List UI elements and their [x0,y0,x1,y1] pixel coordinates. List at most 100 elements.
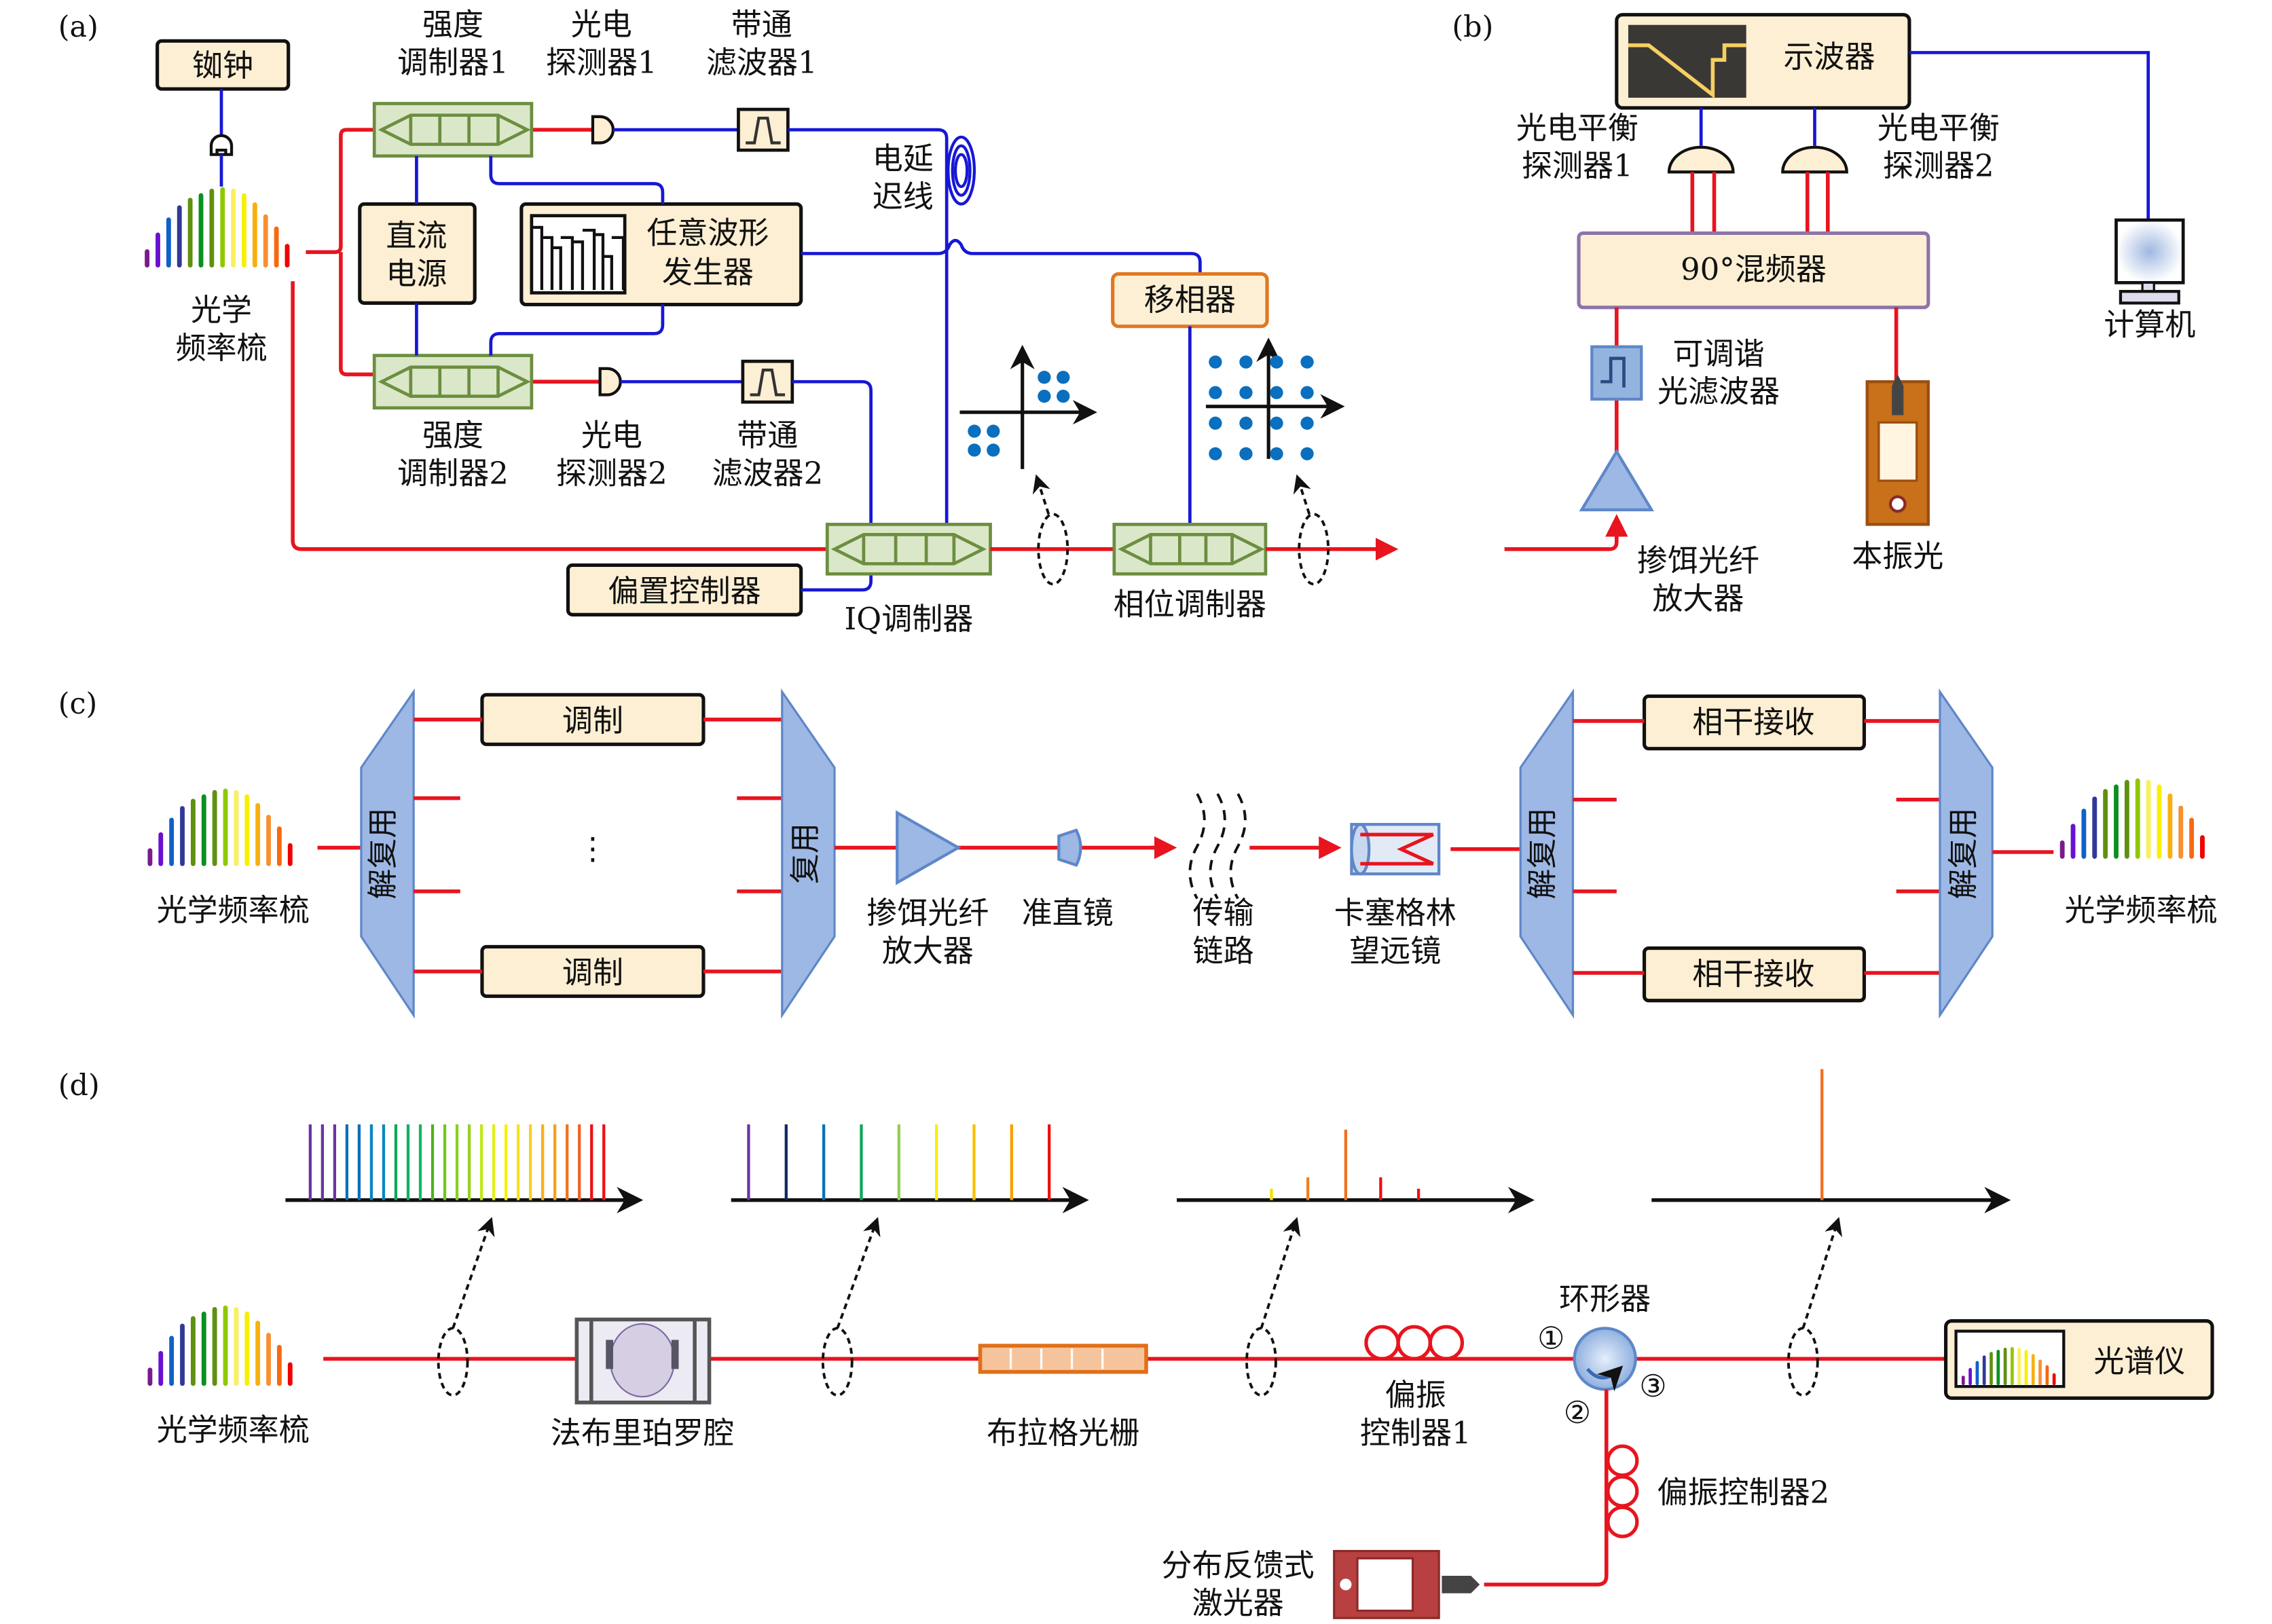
im2-label-2: 调制器2 [397,455,509,491]
constellation-point [1300,416,1314,430]
mux-label: 复用 [787,823,823,884]
link-label-1: 传输 [1193,895,1254,931]
panel-b-tag: (b) [1452,10,1493,44]
polarization-controller-1-icon[interactable] [1364,1325,1465,1361]
fiber-main [291,281,829,551]
constellation-point [1209,355,1222,369]
coherent-rx-top-label: 相干接收 [1692,704,1814,740]
dc-source-label-2: 电源 [386,255,447,291]
mux[interactable] [781,688,836,1019]
bandpass-filter-2-icon[interactable] [741,359,794,404]
panel-d: (d) 光学频率梳 法布里珀罗腔 布拉格光栅 偏振 控制器1 环形器 [58,1069,2214,1621]
ellipsis: ⋮ [577,831,608,867]
demux-right[interactable] [1939,688,1994,1019]
edfa-c-label-1: 掺饵光纤 [866,895,989,931]
balanced-detector-1-icon[interactable] [1667,145,1735,174]
panel-c: (c) 光学频率梳 解复用 调制 调制 ⋮ 复用 掺饵光纤 放大器 准直镜 传输… [58,687,2218,1019]
photodetector-2-icon[interactable] [598,367,622,396]
intensity-modulator-2[interactable] [372,354,534,410]
demux-mid[interactable] [1519,688,1575,1019]
constellation-point [987,443,1000,457]
bpd2-label-2: 探测器2 [1883,148,1994,184]
comb-c-left-label: 光学频率梳 [157,892,310,928]
comb-a-label-1: 光学 [191,292,252,328]
computer-icon[interactable] [2114,218,2185,305]
probe-marker-d1 [437,1217,495,1397]
computer-label: 计算机 [2104,307,2195,343]
tunable-filter-label-1: 可调谐 [1672,335,1764,371]
bias-controller-label: 偏置控制器 [608,573,761,609]
constellation-point [1300,447,1314,461]
edfa-c-icon[interactable] [896,810,961,885]
local-oscillator-label: 本振光 [1852,538,1943,574]
hybrid-box[interactable] [1577,231,1930,310]
dfb-laser-icon[interactable] [1333,1549,1480,1619]
im1-label-2: 调制器1 [397,44,509,80]
oscilloscope-screen-icon [1628,24,1746,99]
panel-c-tag: (c) [58,687,97,721]
optical-comb-c-left [147,788,293,866]
edfa-b-label-2: 放大器 [1652,580,1744,616]
constellation-16qam [1205,337,1345,461]
optical-comb-a [145,187,290,268]
fabry-perot-cavity-icon[interactable] [574,1317,712,1405]
local-oscillator-laser-icon[interactable] [1865,374,1930,526]
constellation-point [1038,371,1051,384]
osa-spectrum-icon [1961,1347,2056,1386]
photodetector-icon [209,134,234,156]
bragg-grating-icon[interactable] [978,1344,1148,1374]
modulate-top-label: 调制 [562,703,623,739]
bpf2-label-2: 滤波器2 [712,455,823,491]
spectrum-3 [1177,1129,1535,1214]
edfa-c-label-2: 放大器 [882,933,974,969]
scope-computer-cable [1909,51,2150,241]
demux-mid-label: 解复用 [1524,808,1560,900]
bpf1-label-2: 滤波器1 [706,44,818,80]
osa-label: 光谱仪 [2093,1344,2185,1380]
optical-comb-c-right [2059,778,2205,859]
demux-left[interactable] [360,688,415,1019]
constellation-point [1038,389,1051,403]
probe-marker-d2 [821,1217,881,1397]
bandpass-filter-1-icon[interactable] [737,107,790,152]
edfa-b-label-1: 掺饵光纤 [1637,542,1759,578]
dfb-label-1: 分布反馈式 [1162,1547,1315,1583]
osa-box[interactable] [1943,1319,2214,1400]
constellation-point [1209,416,1222,430]
constellation-point [1300,355,1314,369]
tunable-filter-icon[interactable] [1590,345,1643,401]
bpd1-label-1: 光电平衡 [1516,110,1638,146]
comb-d-label: 光学频率梳 [157,1412,310,1448]
hybrid-bpd-fibers [1690,172,1830,234]
panel-d-tag: (d) [58,1069,100,1103]
spectra-group [285,1069,2011,1214]
fp-cavity-label: 法布里珀罗腔 [551,1415,734,1451]
circulator-icon[interactable] [1573,1327,1637,1392]
collimator-icon[interactable] [1057,828,1082,867]
dfb-label-2: 激光器 [1192,1585,1284,1621]
iq-modulator[interactable] [825,523,992,576]
phase-modulator[interactable] [1112,523,1268,576]
telescope-label-1: 卡塞格林 [1334,895,1456,931]
pd2-label-2: 探测器2 [556,455,667,491]
cassegrain-telescope-icon[interactable] [1350,823,1441,876]
spectrum-4 [1651,1069,2011,1214]
polarization-controller-2-icon[interactable] [1606,1444,1639,1538]
awg-label-2: 发生器 [662,254,754,290]
modulate-bottom-label: 调制 [562,955,623,991]
balanced-detector-2-icon[interactable] [1781,145,1848,174]
delay-line-label-2: 迟线 [873,179,934,215]
constellation-point [1270,386,1283,399]
intensity-modulator-1[interactable] [372,102,534,158]
photodetector-1-icon[interactable] [591,115,615,145]
demux-right-label: 解复用 [1945,808,1981,900]
channel-fibers-tx [414,718,782,974]
pc1-label-1: 偏振 [1385,1377,1446,1413]
demux-left-label: 解复用 [365,808,401,900]
circulator-label: 环形器 [1559,1280,1651,1316]
hybrid-label: 90°混频器 [1681,251,1827,287]
collimator-label: 准直镜 [1022,895,1114,931]
fiber-circ-dfb [1484,1389,1609,1587]
probe-marker-d3 [1245,1217,1301,1397]
edfa-b-icon[interactable] [1579,448,1655,512]
